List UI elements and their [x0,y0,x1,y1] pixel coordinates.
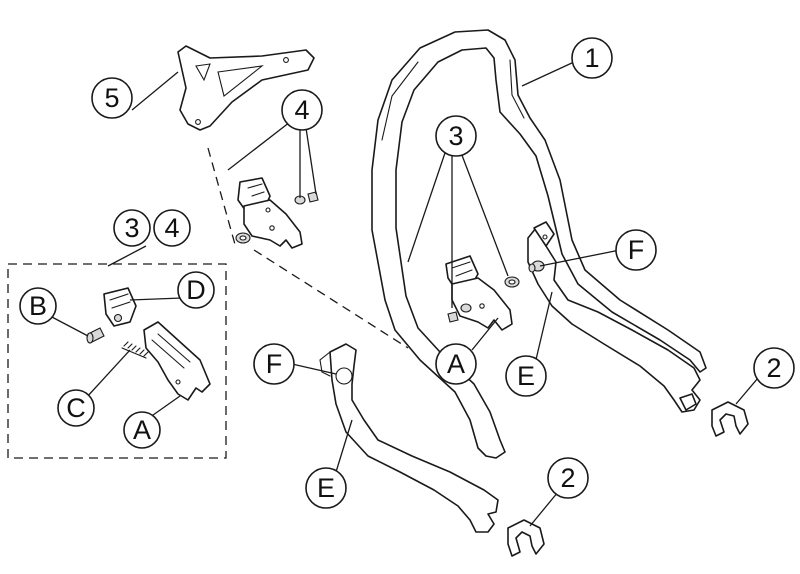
callout-A-detail: A [123,411,161,449]
callout-D: D [177,271,215,309]
callout-E-left: E [305,467,347,509]
end-clip-right [711,401,749,437]
callout-C: C [57,389,95,427]
side-bracket-right [527,221,701,413]
callout-C-label: C [66,393,86,423]
callout-4-left: 4 [153,209,191,247]
callout-F-left: F [253,343,295,385]
callout-F-right-label: F [628,235,645,265]
callout-2-right-label: 2 [766,353,781,383]
top-mounting-plate [177,45,315,131]
callout-4-top-label: 4 [294,95,309,125]
callout-3-left-label: 3 [124,213,139,243]
callout-B-label: B [29,291,47,321]
callout-F-right: F [615,229,657,271]
callout-3-left: 3 [113,209,151,247]
callout-E-left-label: E [317,473,335,503]
callout-A-detail-label: A [133,415,151,445]
latch-assembly-upper [235,177,319,249]
backrest-bar [371,29,707,459]
callout-2-bottom-label: 2 [560,463,575,493]
callout-5: 5 [91,77,133,119]
detail-box [7,263,227,459]
alignment-lines [207,147,409,349]
callout-D-label: D [186,275,206,305]
latch-assembly-main [445,255,545,331]
callout-2-right: 2 [753,347,795,389]
callout-A-main: A [435,343,477,385]
callout-3-main-label: 3 [448,121,463,151]
callout-2-bottom: 2 [547,457,589,499]
callout-4-left-label: 4 [164,213,179,243]
callout-A-main-label: A [447,349,465,379]
callout-1-label: 1 [584,43,599,73]
end-clip-bottom [507,519,545,557]
callout-B: B [19,287,57,325]
callout-5-label: 5 [104,83,119,113]
callout-1: 1 [571,37,613,79]
callout-4-top: 4 [281,89,323,131]
callout-F-left-label: F [266,349,283,379]
side-bracket-left [319,343,499,533]
callout-E-right: E [505,355,547,397]
callout-E-right-label: E [517,361,535,391]
callout-3-main: 3 [435,115,477,157]
